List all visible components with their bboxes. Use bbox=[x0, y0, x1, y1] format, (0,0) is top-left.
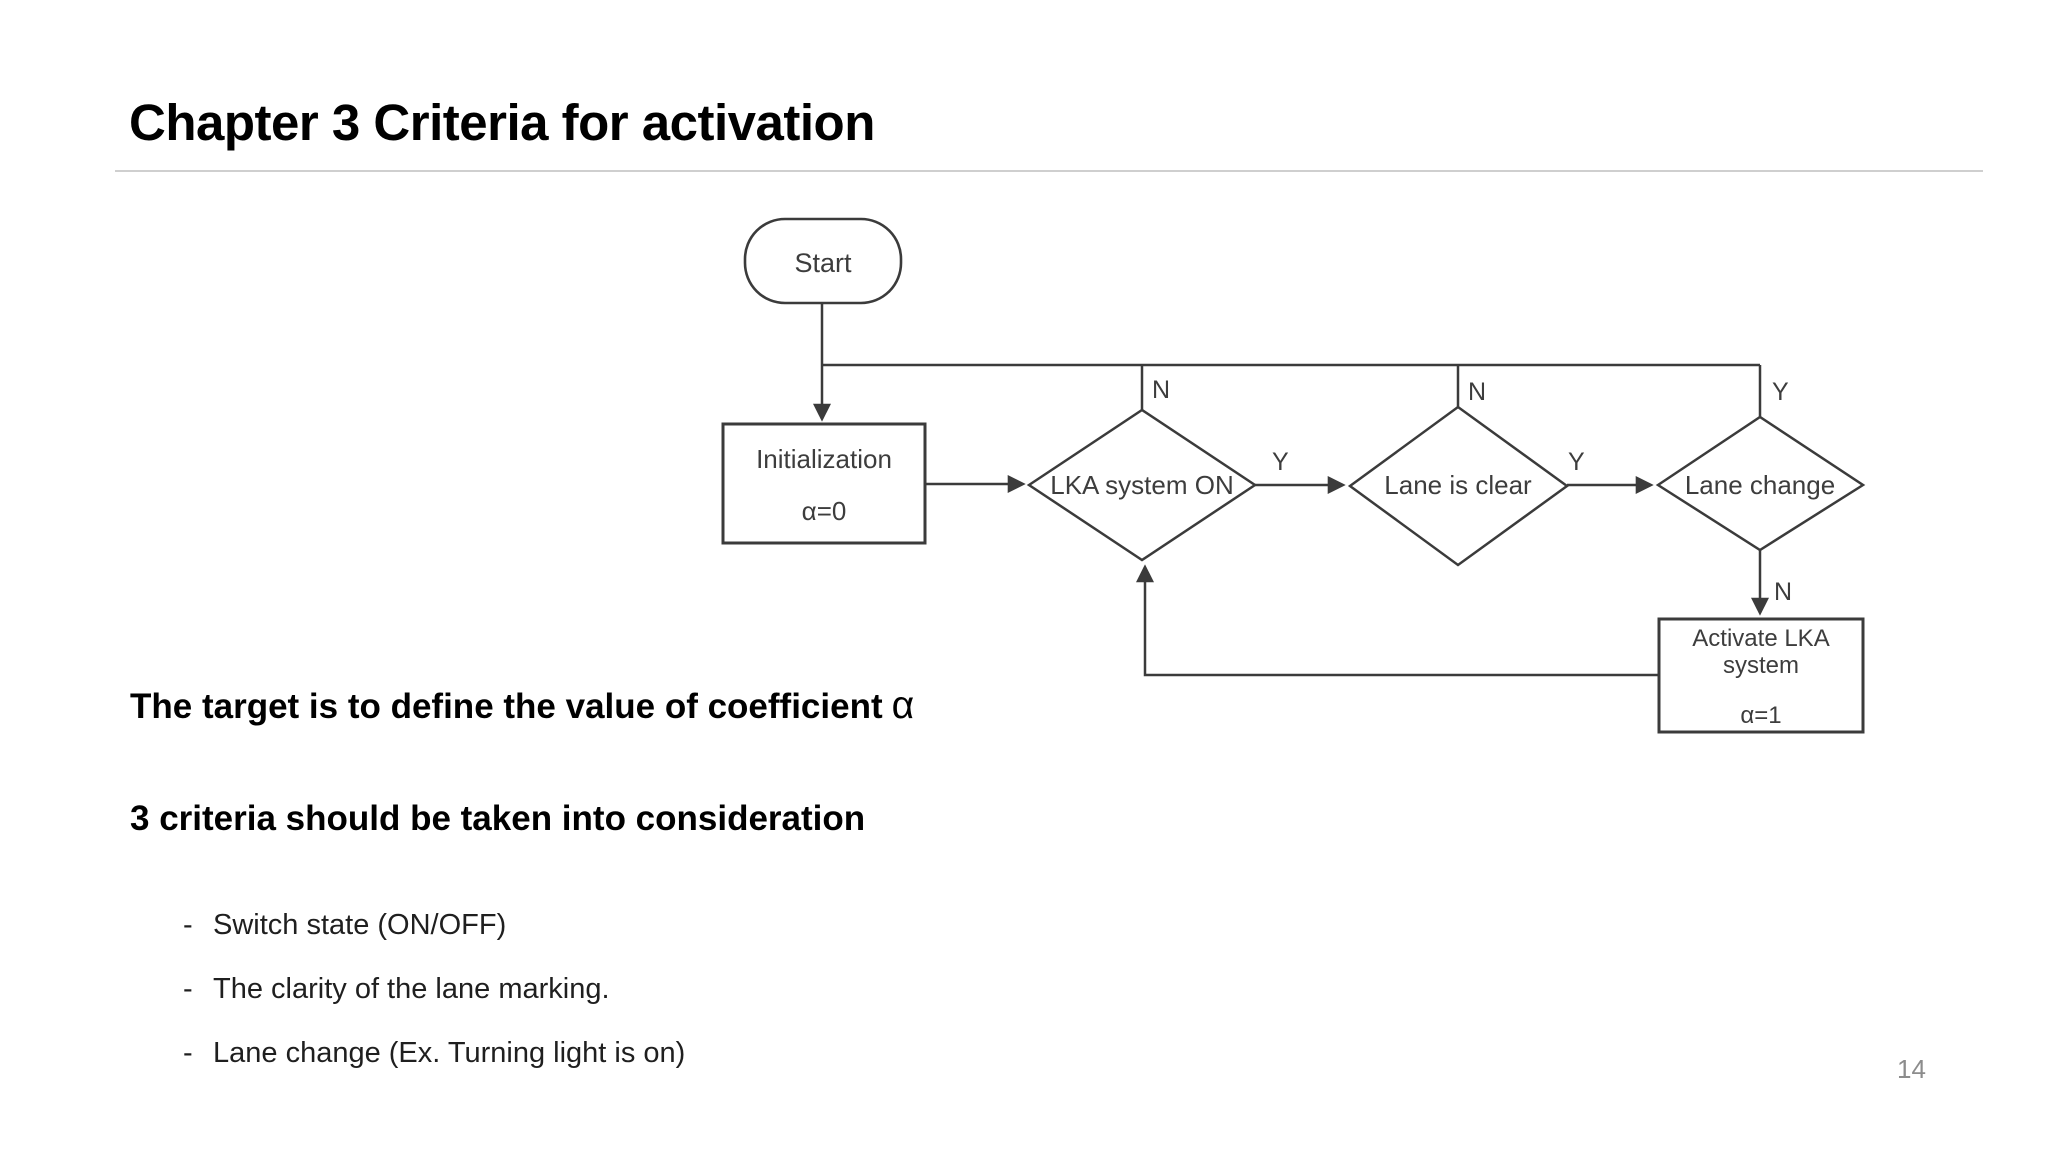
bullet-dash: - bbox=[183, 909, 193, 941]
node-activate-label-2: system bbox=[1723, 652, 1799, 679]
node-init-label: Initialization bbox=[756, 444, 892, 474]
title-divider bbox=[115, 170, 1983, 172]
node-lka-system-on bbox=[1026, 408, 1258, 562]
list-item-text: The clarity of the lane marking. bbox=[213, 973, 610, 1005]
node-start-label: Start bbox=[794, 248, 852, 278]
label-lane-change-y: Y bbox=[1772, 378, 1789, 406]
list-item: - Lane change (Ex. Turning light is on) bbox=[183, 1035, 685, 1072]
list-item-text: Lane change (Ex. Turning light is on) bbox=[213, 1037, 686, 1069]
label-lka-n: N bbox=[1152, 376, 1170, 404]
target-statement: The target is to define the value of coe… bbox=[130, 684, 914, 728]
criteria-list: - Switch state (ON/OFF) - The clarity of… bbox=[183, 907, 685, 1099]
flowchart: Start Initialization α=0 LKA system ON L… bbox=[721, 217, 1866, 734]
node-lka-label: LKA system ON bbox=[1050, 470, 1234, 500]
list-item: - The clarity of the lane marking. bbox=[183, 971, 685, 1008]
bullet-dash: - bbox=[183, 973, 193, 1005]
node-activate-lka bbox=[1657, 617, 1865, 734]
label-lane-clear-n: N bbox=[1468, 378, 1486, 406]
node-start bbox=[743, 217, 903, 305]
label-lane-change-n: N bbox=[1774, 578, 1792, 606]
node-lane-clear-label: Lane is clear bbox=[1384, 470, 1532, 500]
node-activate-label-1: Activate LKA bbox=[1692, 625, 1829, 652]
list-item: - Switch state (ON/OFF) bbox=[183, 907, 685, 944]
node-lane-is-clear bbox=[1347, 405, 1570, 567]
list-item-text: Switch state (ON/OFF) bbox=[213, 909, 507, 941]
node-lane-change bbox=[1655, 415, 1866, 552]
criteria-heading: 3 criteria should be taken into consider… bbox=[130, 799, 866, 838]
node-init-alpha: α=0 bbox=[802, 496, 847, 526]
target-statement-text: The target is to define the value of coe… bbox=[130, 687, 883, 726]
label-lka-y: Y bbox=[1272, 448, 1289, 476]
node-lane-change-label: Lane change bbox=[1685, 470, 1835, 500]
bullet-dash: - bbox=[183, 1037, 193, 1069]
label-lane-clear-y: Y bbox=[1568, 448, 1585, 476]
edge-feedback-to-lka bbox=[1136, 564, 1659, 677]
node-initialization bbox=[721, 422, 927, 545]
alpha-symbol: α bbox=[891, 684, 915, 727]
page-number: 14 bbox=[1897, 1054, 1926, 1084]
node-activate-alpha: α=1 bbox=[1740, 702, 1781, 729]
slide-title: Chapter 3 Criteria for activation bbox=[129, 94, 875, 151]
